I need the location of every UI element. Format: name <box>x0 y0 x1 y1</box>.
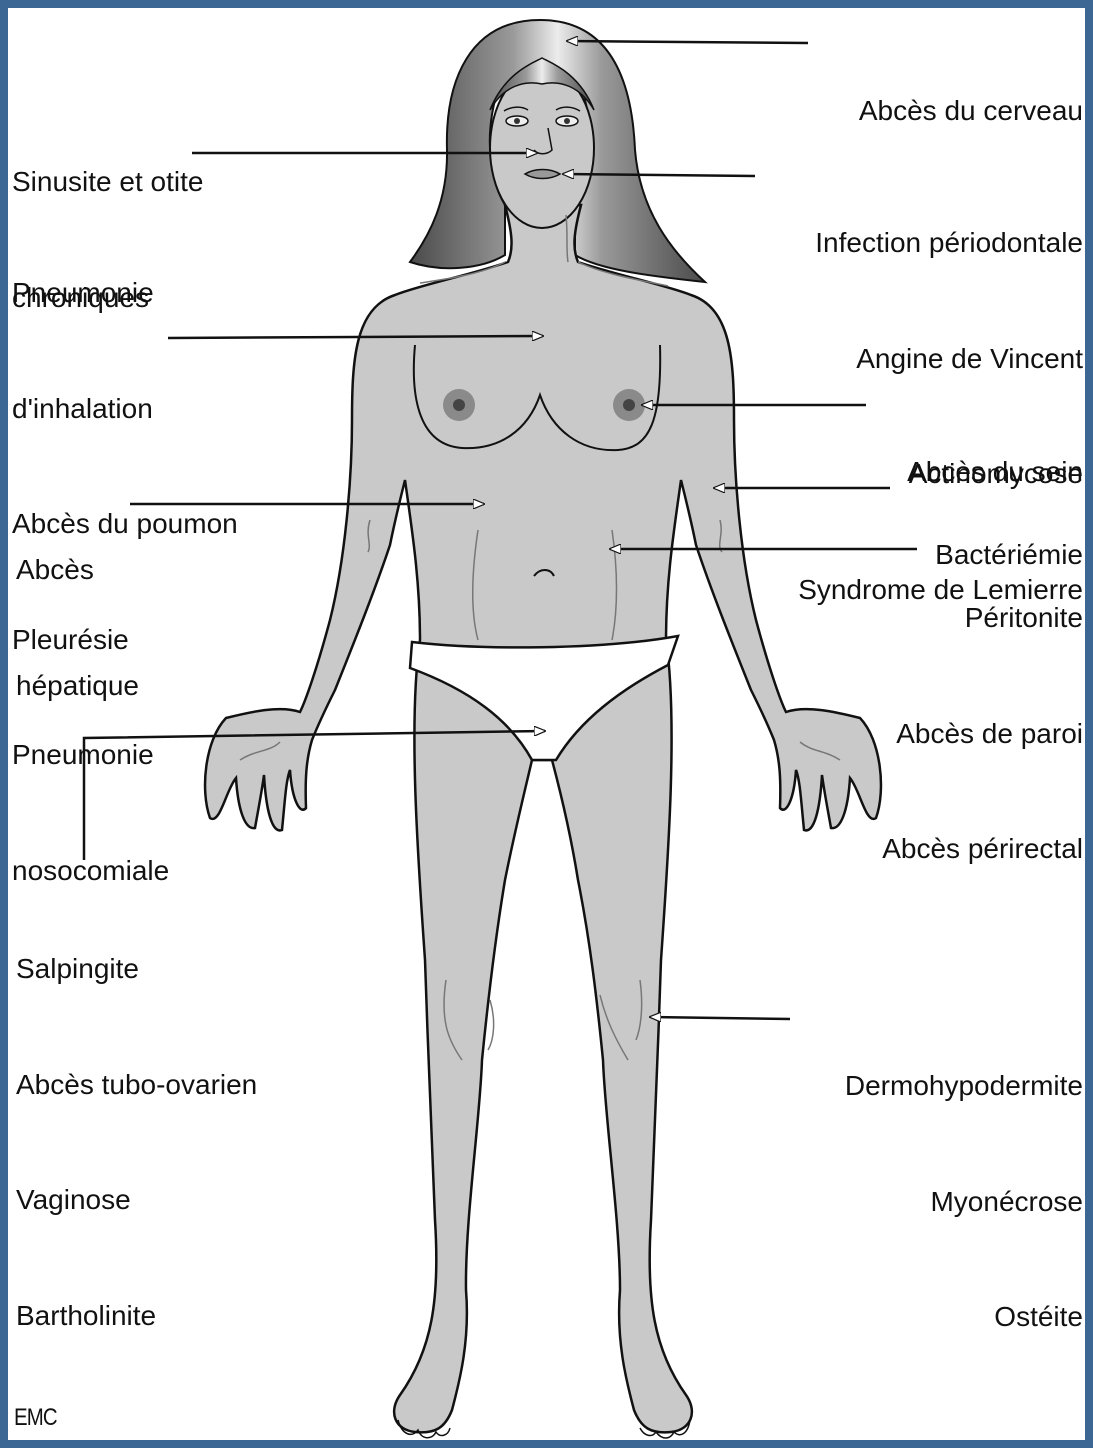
label-line: Bartholinite <box>16 1297 257 1336</box>
label-liver: Abcès hépatique <box>16 474 139 744</box>
body-silhouette <box>205 205 881 1432</box>
label-line: Dermohypodermite <box>845 1067 1083 1106</box>
label-line: Salpingite <box>16 950 257 989</box>
label-line: Péritonite <box>882 599 1083 638</box>
label-line: Infection périodontale <box>798 224 1083 263</box>
label-line: Abcès périrectal <box>882 830 1083 869</box>
label-line: Sinusite et otite <box>12 163 203 202</box>
label-line: Vaginose <box>16 1181 257 1220</box>
leg-line <box>650 1017 790 1019</box>
brain-line <box>567 41 808 43</box>
label-brain: Abcès du cerveau <box>859 15 1083 169</box>
label-leg: Dermohypodermite Myonécrose Ostéite <box>845 990 1083 1375</box>
label-line: Pneumonie <box>12 274 238 313</box>
emc-logo: EMC <box>14 1404 57 1432</box>
label-line: Angine de Vincent <box>798 340 1083 379</box>
label-abdomen: Péritonite Abcès de paroi Abcès périrect… <box>882 522 1083 907</box>
label-line: Abcès de paroi <box>882 715 1083 754</box>
mouth <box>525 170 560 179</box>
label-line: Abcès du cerveau <box>859 92 1083 131</box>
label-line: hépatique <box>16 667 139 706</box>
label-line: Abcès tubo-ovarien <box>16 1066 257 1105</box>
label-line: Myonécrose <box>845 1183 1083 1222</box>
label-line: d'inhalation <box>12 390 238 429</box>
label-pelvis: Salpingite Abcès tubo-ovarien Vaginose B… <box>16 873 257 1374</box>
label-line: Ostéite <box>845 1298 1083 1337</box>
label-line: Abcès <box>16 551 139 590</box>
